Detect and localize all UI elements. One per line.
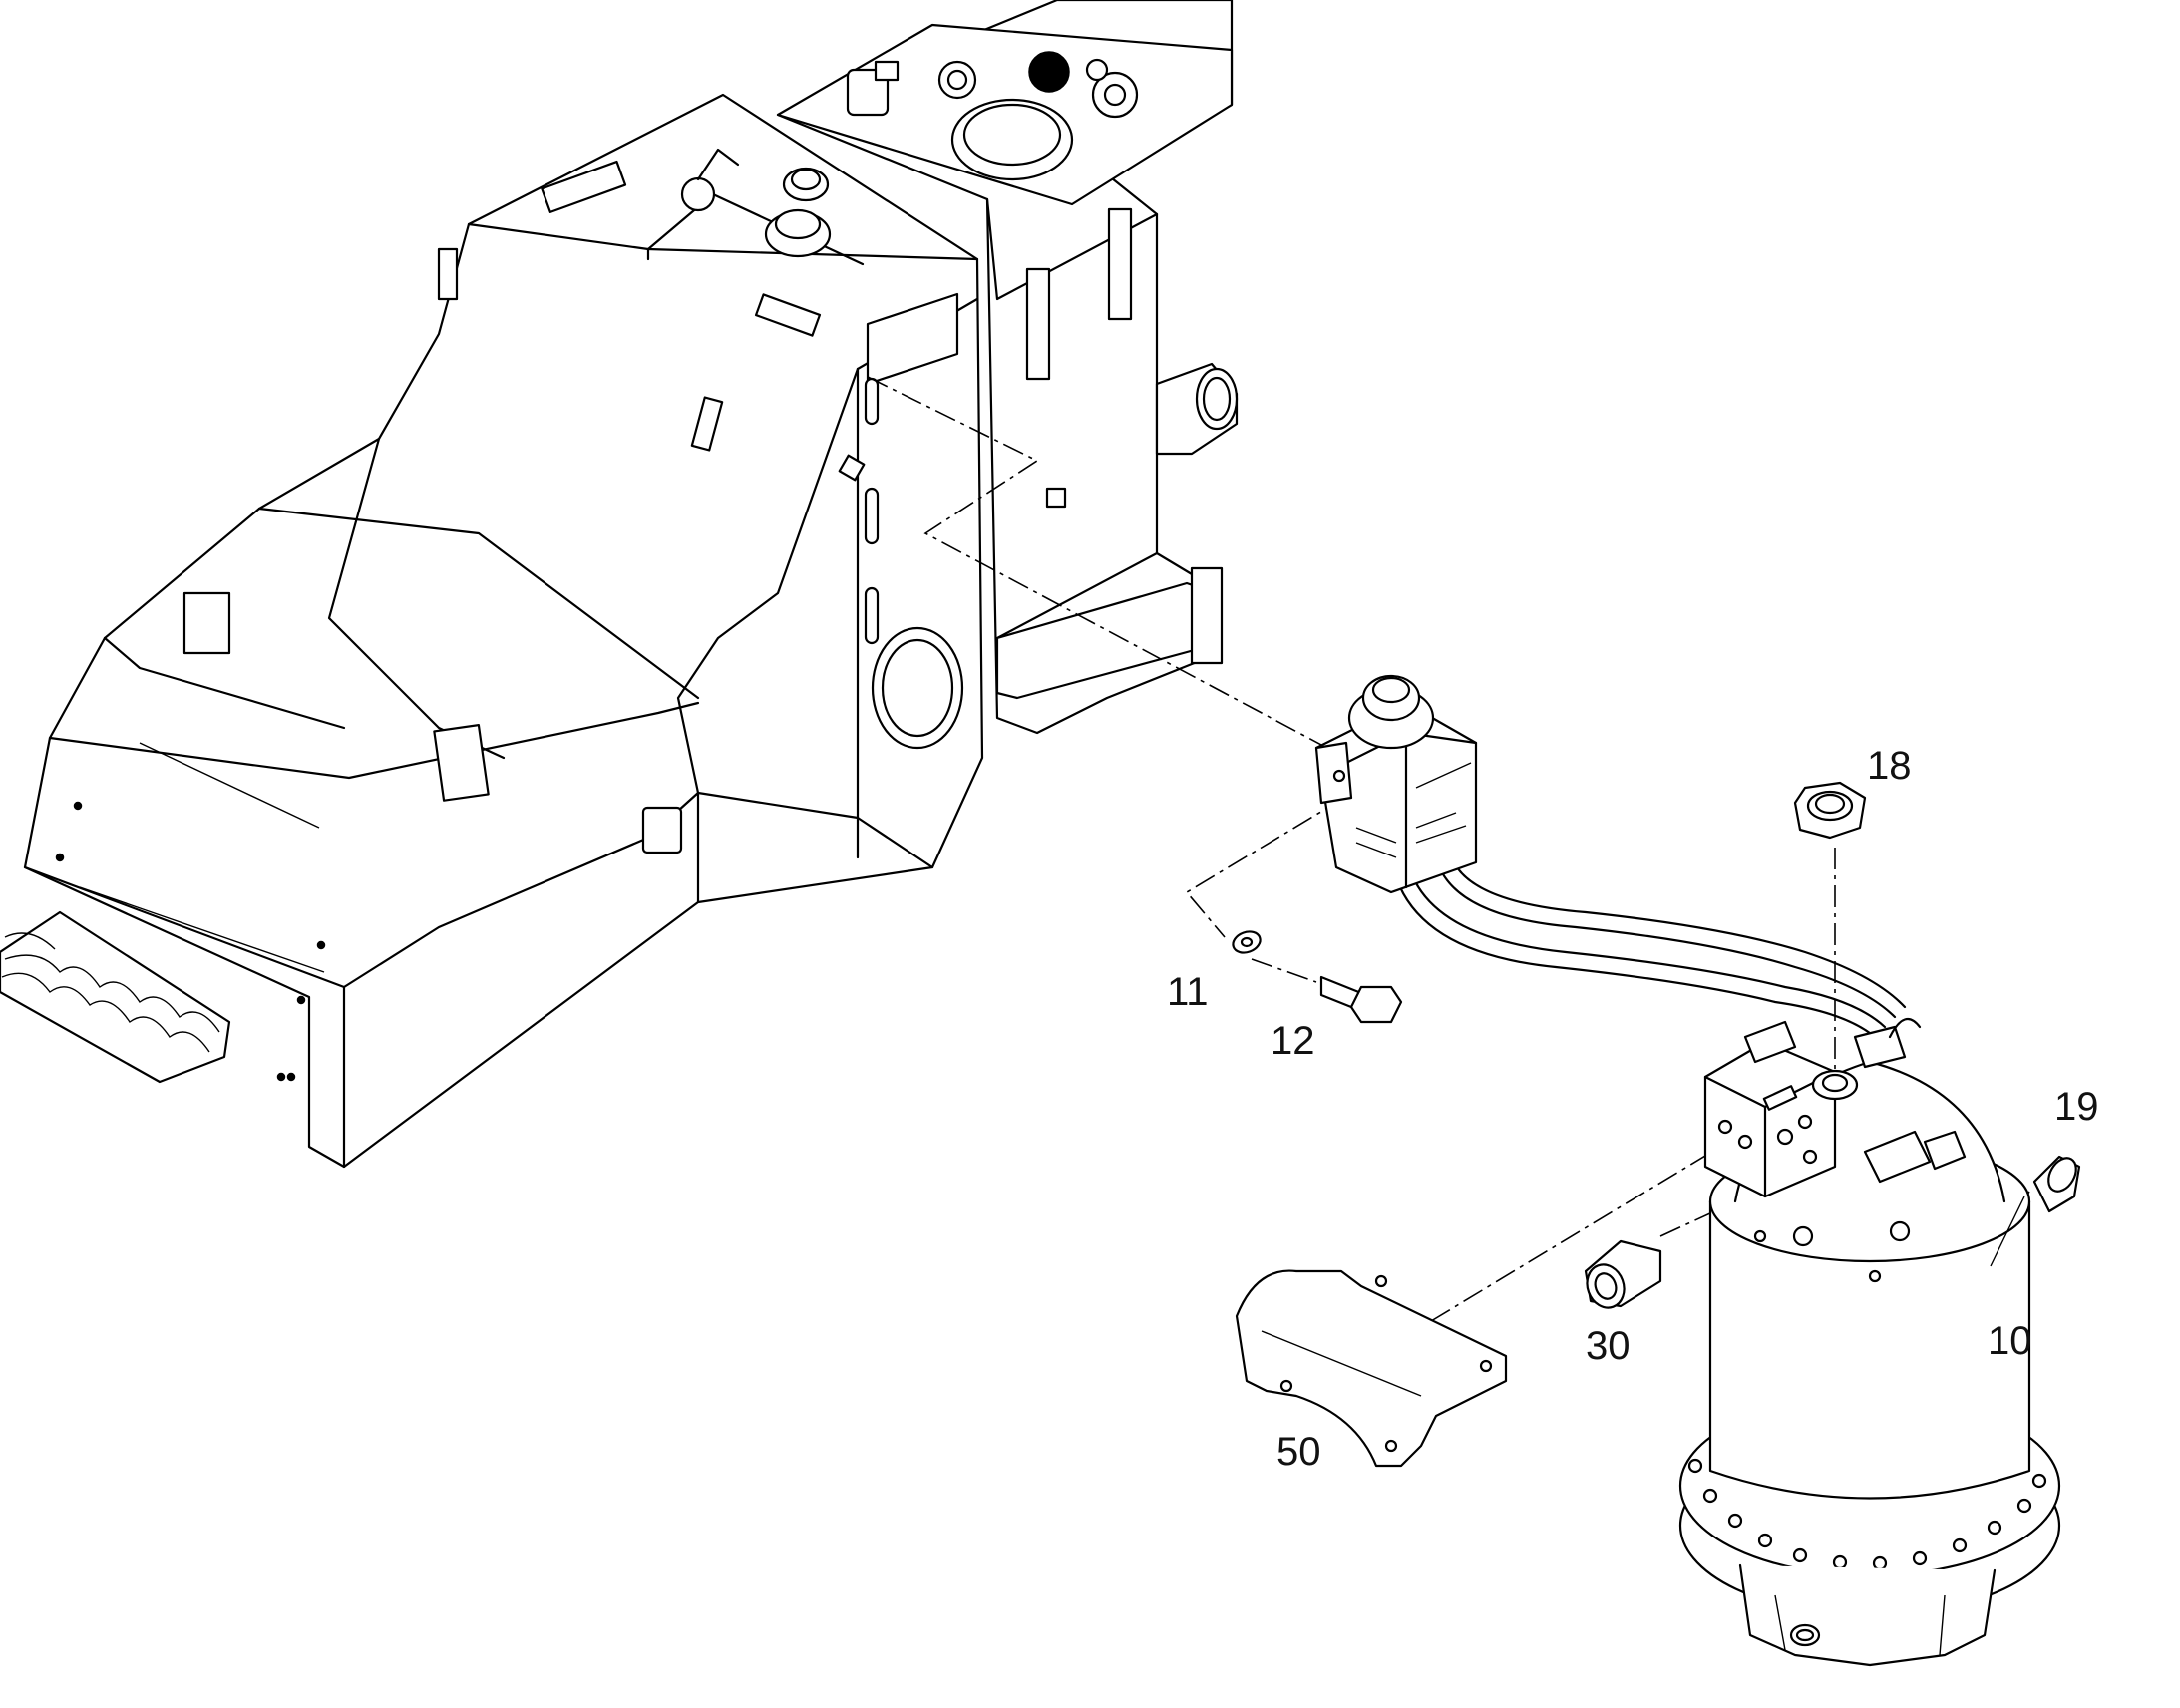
callout-18: 18 (1867, 744, 1912, 788)
fitting-19 (2032, 1155, 2081, 1213)
valve-block-assembly (1314, 674, 1907, 1039)
callout-30: 30 (1586, 1324, 1631, 1368)
swing-motor-10 (1678, 1017, 2061, 1667)
callout-10: 10 (1988, 1319, 2032, 1363)
cover-plate-50 (1235, 1269, 1508, 1468)
machine-body (0, 0, 1239, 1169)
callout-12: 12 (1271, 1019, 1315, 1063)
callout-11: 11 (1167, 970, 1209, 1014)
washer-and-bolt (1232, 930, 1403, 1024)
callout-50: 50 (1276, 1430, 1321, 1474)
fitting-30 (1584, 1239, 1662, 1309)
callout-19: 19 (2054, 1085, 2099, 1129)
fitting-18 (1793, 781, 1867, 840)
leader-lines (1990, 1196, 2025, 1267)
